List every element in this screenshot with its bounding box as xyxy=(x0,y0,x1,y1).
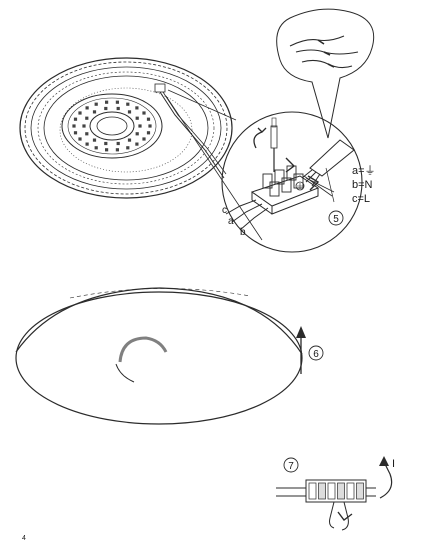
led-chip xyxy=(116,106,120,111)
terminal-cell xyxy=(346,482,355,500)
legend-line-a: a=⏚ xyxy=(352,164,376,177)
lamp-cover-dome xyxy=(15,287,303,425)
led-chip xyxy=(142,137,146,141)
led-chip xyxy=(135,132,139,136)
up-arrow xyxy=(296,326,306,374)
wire-legend: a=⏚ b=N c=L xyxy=(352,164,376,205)
led-chip xyxy=(73,131,78,135)
wire-label-a: a xyxy=(228,216,234,227)
led-chip xyxy=(85,132,89,136)
led-chip xyxy=(92,138,97,142)
led-chip xyxy=(104,106,108,111)
page-number: 4 xyxy=(22,535,26,541)
led-chip xyxy=(78,137,82,141)
screwdriver xyxy=(253,117,278,172)
led-chip xyxy=(94,146,98,150)
led-chip xyxy=(127,110,132,114)
leader-arrows xyxy=(285,157,320,191)
terminal-cell xyxy=(337,482,345,500)
led-chip xyxy=(115,148,119,152)
terminal-cell xyxy=(356,482,364,500)
terminal-cell xyxy=(318,482,326,500)
led-chip xyxy=(105,100,109,104)
led-chip xyxy=(115,100,119,104)
led-chip xyxy=(126,146,130,150)
step-6-number: 6 xyxy=(313,349,319,360)
led-chip xyxy=(135,116,139,120)
step-5-number: 5 xyxy=(333,214,339,225)
led-chip xyxy=(142,111,146,115)
led-module xyxy=(61,93,163,159)
switch-arrow xyxy=(379,456,393,499)
led-chip xyxy=(85,142,89,146)
led-chip xyxy=(105,148,109,152)
terminal-cell xyxy=(308,482,317,500)
connector-detail-circle: a=⏚ b=N c=L 5 xyxy=(221,111,376,253)
led-chip xyxy=(73,117,78,121)
led-chip xyxy=(126,102,130,106)
legend-line-c: c=L xyxy=(352,193,370,205)
switch-on-mark: I xyxy=(392,458,395,470)
legend-line-b: b=N xyxy=(352,179,373,191)
wire-label-b: b xyxy=(240,227,246,238)
ceiling-terminal-strip xyxy=(276,479,376,531)
led-chips xyxy=(72,100,152,152)
device-wires xyxy=(225,199,269,231)
led-chip xyxy=(127,138,132,142)
step-5-badge xyxy=(328,210,344,226)
terminal-cells xyxy=(308,482,364,500)
led-chip xyxy=(78,111,82,115)
leader-lines xyxy=(165,89,263,241)
led-chip xyxy=(94,102,98,106)
wire-letter-labels: c a b xyxy=(222,205,246,238)
led-chip xyxy=(135,106,139,110)
wire-label-c: c xyxy=(222,205,227,216)
led-chip xyxy=(116,141,120,146)
led-chip xyxy=(85,106,89,110)
lamp-base-plate xyxy=(19,57,233,199)
incoming-cable xyxy=(301,139,355,203)
led-chip xyxy=(148,124,152,128)
led-chip xyxy=(82,124,86,128)
led-chip xyxy=(146,117,151,121)
led-chip xyxy=(85,116,89,120)
led-chip xyxy=(92,110,97,114)
led-chip xyxy=(138,124,142,128)
terminal-cell xyxy=(327,482,336,500)
step-7-number: 7 xyxy=(288,461,294,472)
led-chip xyxy=(72,124,76,128)
step-7-badge xyxy=(283,457,299,473)
step-6-badge xyxy=(308,345,324,361)
led-chip xyxy=(146,131,151,135)
led-chip xyxy=(104,141,108,146)
led-chip xyxy=(135,142,139,146)
wire-detail-inset xyxy=(276,8,375,139)
